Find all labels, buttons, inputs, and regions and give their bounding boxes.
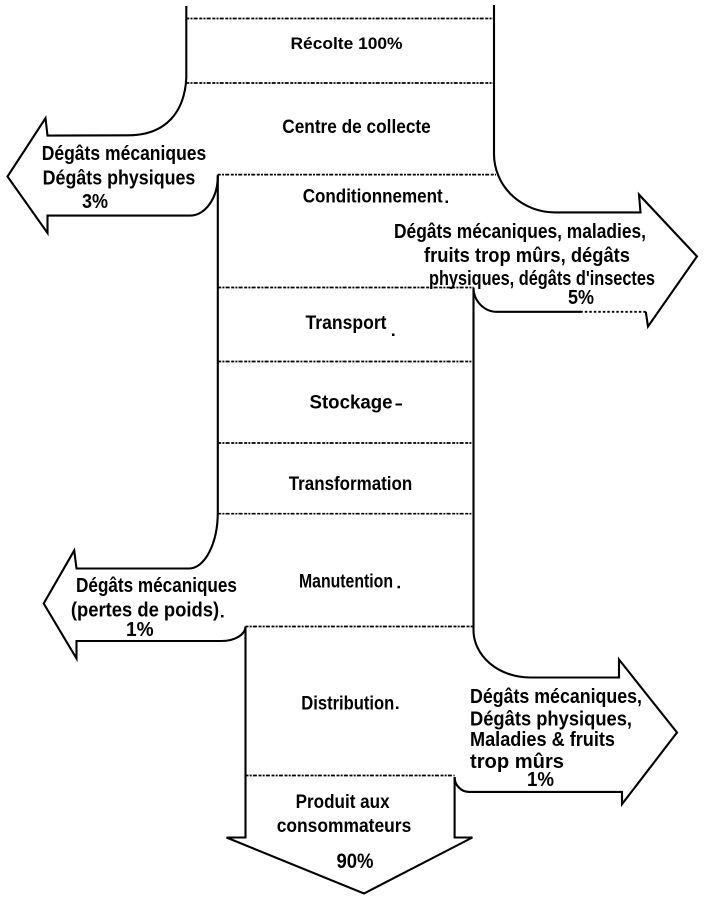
svg-text:consommateurs: consommateurs (277, 816, 412, 837)
svg-text:physiques, dégâts d'insectes: physiques, dégâts d'insectes (429, 268, 655, 290)
svg-text:trop mûrs: trop mûrs (470, 751, 564, 773)
svg-text:Produit aux: Produit aux (296, 792, 390, 813)
svg-text:Récolte 100%: Récolte 100% (291, 34, 403, 53)
svg-text:Transport: Transport (306, 313, 388, 334)
svg-text:fruits trop mûrs, dégâts: fruits trop mûrs, dégâts (424, 245, 630, 267)
svg-text:5%: 5% (568, 287, 594, 309)
svg-text:Dégâts mécaniques, maladies,: Dégâts mécaniques, maladies, (394, 221, 646, 243)
svg-text:Dégâts mécaniques: Dégâts mécaniques (42, 143, 207, 165)
svg-text:90%: 90% (337, 850, 374, 873)
svg-text:3%: 3% (82, 191, 108, 213)
svg-text:1%: 1% (527, 769, 554, 791)
svg-text:Stockage: Stockage (310, 393, 393, 414)
svg-text:Transformation: Transformation (289, 474, 413, 495)
svg-text:Dégâts mécaniques: Dégâts mécaniques (76, 575, 237, 597)
svg-text:Maladies & fruits: Maladies & fruits (470, 729, 615, 751)
svg-text:Dégâts mécaniques,: Dégâts mécaniques, (470, 686, 642, 708)
svg-text:Manutention: Manutention (299, 572, 393, 593)
svg-text:Distribution: Distribution (301, 694, 394, 715)
svg-text:Dégâts physiques: Dégâts physiques (43, 168, 196, 190)
svg-text:1%: 1% (126, 619, 154, 641)
svg-text:(pertes de poids): (pertes de poids) (71, 600, 219, 622)
svg-text:Conditionnement: Conditionnement (303, 187, 444, 208)
svg-text:Centre de collecte: Centre de collecte (282, 117, 431, 138)
svg-text:Dégâts physiques,: Dégâts physiques, (470, 709, 632, 731)
